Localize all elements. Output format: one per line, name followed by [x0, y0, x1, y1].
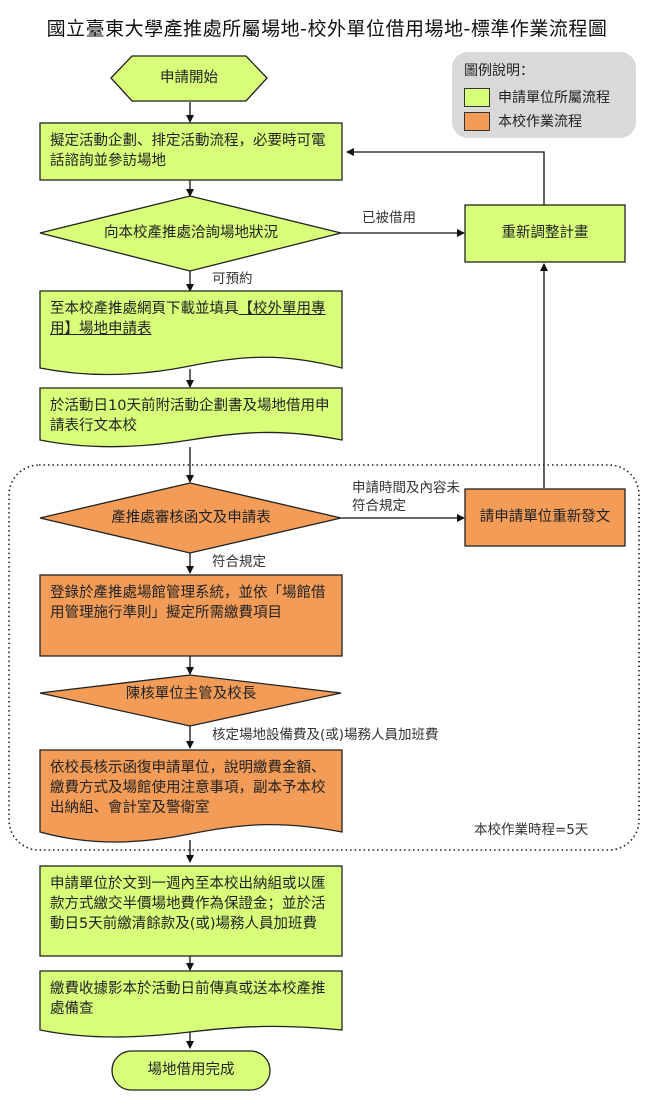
start-label: 申請開始: [160, 70, 218, 86]
plan-node: [39, 122, 343, 181]
replan-node: [464, 204, 626, 263]
legend-item-school: 本校作業流程: [464, 110, 582, 132]
legend-item-applicant: 申請單位所屬流程: [464, 86, 610, 108]
end-label: 場地借用完成: [147, 1062, 235, 1078]
edge-label-fee-set: 核定場地設備費及(或)場務人員加班費: [212, 727, 439, 743]
legend-title: 圖例說明：: [464, 63, 534, 79]
review-label: 產推處審核函文及申請表: [111, 510, 271, 526]
replan-label: 重新調整計畫: [501, 225, 589, 241]
register-node: [39, 574, 343, 657]
inquire-decision: [39, 195, 342, 272]
start-node: [110, 55, 268, 102]
resubmit-label: 請申請單位重新發文: [479, 509, 611, 525]
edge-label-compliant: 符合規定: [212, 554, 266, 570]
reply-node: [39, 749, 343, 843]
school-process-region: [8, 464, 640, 851]
application-form-link[interactable]: 【校外單用專用】場地申請表: [50, 301, 326, 337]
edge-label-available: 可預約: [212, 271, 253, 287]
register-label: 登錄於產推處場館管理系統，並依「場館借用管理施行準則」擬定所需繳費項目: [50, 585, 326, 621]
page-title: 國立臺東大學產推處所屬場地-校外單位借用場地-標準作業流程圖: [46, 18, 608, 40]
legend-swatch-green: [464, 87, 490, 107]
pay-label: 申請單位於文到一週內至本校出納組或以匯款方式繳交半價場地費作為保證金；並於活動日…: [50, 876, 326, 932]
pay-node: [39, 865, 343, 957]
legend-label: 本校作業流程: [498, 114, 582, 130]
plan-label: 擬定活動企劃、排定活動流程，必要時可電話諮詢並參訪場地: [50, 133, 326, 169]
legend-swatch-orange: [464, 111, 490, 131]
edge-replan-plan: [346, 148, 545, 205]
submit-node: [39, 387, 343, 448]
receipt-label: 繳費收據影本於活動日前傳真或送本校產推處備查: [50, 981, 326, 1017]
end-node: [111, 1050, 271, 1091]
download-text: 至本校產推處網頁下載並填具: [50, 301, 239, 317]
legend: 圖例說明： 申請單位所屬流程 本校作業流程: [452, 52, 636, 138]
reply-label: 依校長核示函復申請單位，說明繳費金額、繳費方式及場館使用注意事項，副本予本校出納…: [50, 760, 326, 816]
resubmit-node: [464, 488, 626, 547]
approve-label: 陳核單位主管及校長: [125, 686, 257, 702]
approve-decision: [39, 674, 342, 727]
download-node: [39, 290, 343, 376]
receipt-node: [39, 970, 343, 1038]
region-duration-label: 本校作業時程=5天: [474, 822, 589, 838]
submit-label: 於活動日10天前附活動企劃書及場地借用申請表行文本校: [50, 398, 330, 434]
download-label: 至本校產推處網頁下載並填具【校外單用專用】場地申請表: [50, 299, 335, 339]
edge-label-occupied: 已被借用: [362, 210, 416, 226]
edge-label-not-compliant: 申請時間及內容未符合規定: [352, 480, 460, 514]
review-decision: [39, 482, 342, 554]
legend-label: 申請單位所屬流程: [498, 90, 610, 106]
inquire-label: 向本校產推處洽詢場地狀況: [104, 225, 278, 241]
